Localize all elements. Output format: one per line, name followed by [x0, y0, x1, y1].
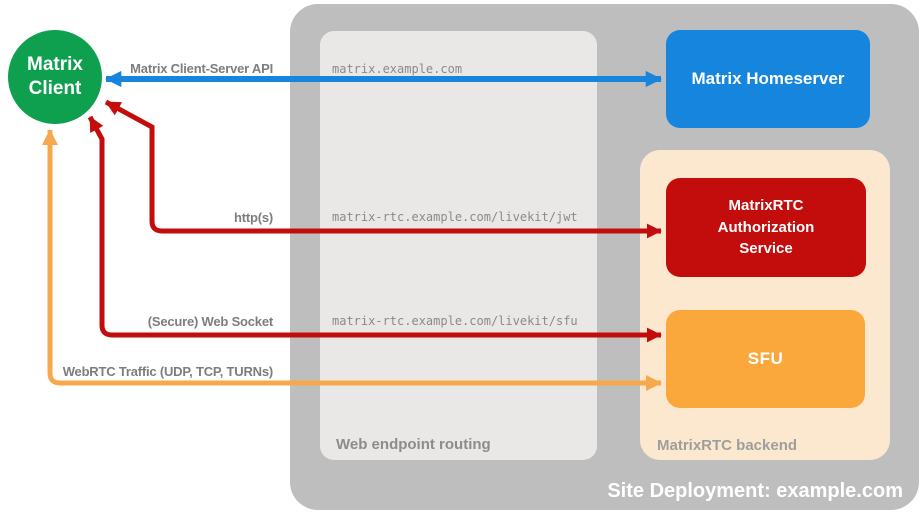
webrtc-traffic-edge-label: WebRTC Traffic (UDP, TCP, TURNs)	[62, 364, 273, 379]
matrix-homeserver-node: Matrix Homeserver	[666, 30, 870, 128]
livekit-sfu-endpoint-label: matrix-rtc.example.com/livekit/sfu	[332, 314, 578, 328]
matrix-client-label-line2: Client	[28, 78, 82, 99]
matrixrtc-backend-label: MatrixRTC backend	[657, 437, 798, 454]
client-server-api-edge-label: Matrix Client-Server API	[130, 61, 273, 76]
matrix-client-node: Matrix Client	[8, 30, 102, 124]
web-endpoint-routing-container	[320, 31, 597, 460]
site-deployment-label: Site Deployment: example.com	[607, 480, 903, 502]
livekit-jwt-endpoint-label: matrix-rtc.example.com/livekit/jwt	[332, 210, 578, 224]
websocket-edge-label: (Secure) Web Socket	[147, 314, 273, 329]
matrix-homeserver-label: Matrix Homeserver	[691, 69, 845, 88]
sfu-node: SFU	[666, 310, 865, 408]
homeserver-endpoint-label: matrix.example.com	[332, 62, 463, 76]
sfu-label: SFU	[747, 349, 784, 368]
matrixrtc-authorization-service-label: MatrixRTC Authorization Service	[717, 196, 815, 258]
https-edge-label: http(s)	[233, 210, 273, 225]
matrix-client-label-line1: Matrix	[27, 54, 83, 76]
matrixrtc-authorization-service-node: MatrixRTC Authorization Service	[666, 178, 866, 277]
web-endpoint-routing-label: Web endpoint routing	[336, 436, 491, 453]
